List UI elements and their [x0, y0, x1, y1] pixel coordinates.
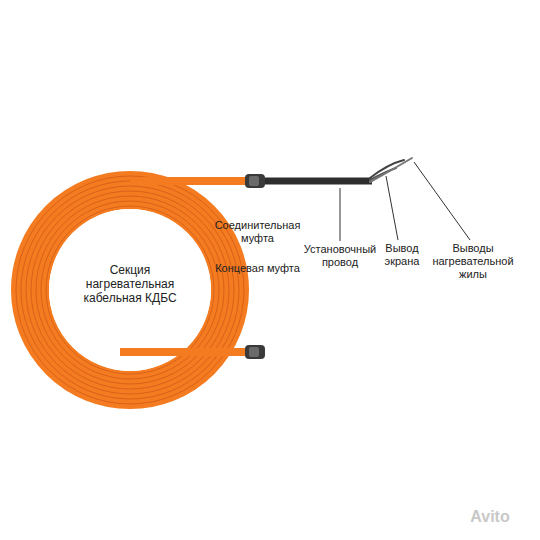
end-sleeve [245, 345, 265, 359]
installation-wire [265, 178, 372, 185]
cable-lead-bottom [120, 348, 247, 356]
coil-winding [26, 186, 234, 394]
watermark: Avito [455, 510, 525, 523]
part-label: Установочный провод [300, 243, 380, 269]
part-label: Вывод экрана [372, 242, 432, 268]
part-label: Концевая муфта [215, 262, 300, 275]
wire-ends [370, 158, 412, 182]
coil-winding [16, 176, 244, 404]
leader-lines [340, 162, 470, 241]
coil-winding [31, 191, 229, 389]
part-label: Выводы нагревательной жилы [432, 242, 514, 281]
coil-label: Секция нагревательная кабельная КДБС [70, 263, 190, 305]
part-label: Соединительная муфта [205, 219, 310, 245]
connection-sleeve [245, 174, 265, 188]
coil-winding [21, 181, 239, 399]
cable-coil [16, 176, 244, 404]
cable-lead-top [130, 177, 247, 185]
